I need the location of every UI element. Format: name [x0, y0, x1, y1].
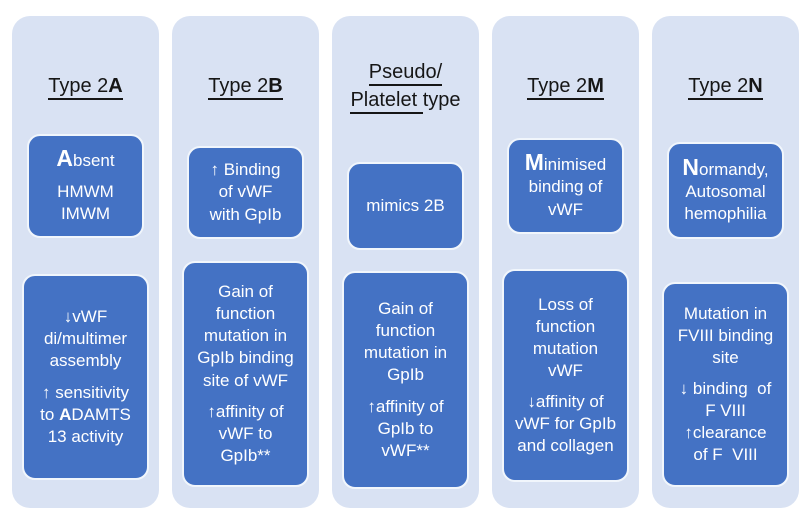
text-segment: M: [587, 75, 604, 100]
text-segment: Mutation in FVIII binding site: [677, 303, 774, 367]
paragraph: Absent: [56, 144, 115, 172]
bottom-box: Gain of function mutation in GpIb ↑affini…: [342, 271, 469, 489]
text-segment: A: [59, 404, 72, 424]
column-title: Pseudo/Platelet type: [332, 50, 479, 126]
paragraph: Normandy, Autosomal hemophilia: [682, 153, 769, 225]
column-title: Type 2B: [172, 50, 319, 126]
text-segment: inimised binding of vWF: [528, 155, 607, 219]
paragraph: ↑ Binding of vWF with GpIb: [210, 159, 282, 225]
paragraph: ↓ binding of F VIII ↑clearance of F VIII: [680, 378, 772, 466]
text-segment: ↑ sensitivity to: [40, 382, 129, 424]
text-segment: Type 2: [48, 75, 109, 100]
text-segment: Pseudo/: [368, 61, 443, 86]
paragraph: Loss of function mutation vWF: [533, 294, 598, 382]
text-segment: Loss of function mutation vWF: [532, 294, 599, 380]
text-segment: N: [682, 153, 699, 180]
paragraph: HMWM IMWM: [57, 181, 114, 225]
paragraph: Mutation in FVIII binding site: [678, 303, 773, 369]
paragraph: ↓vWF di/multimer assembly: [44, 306, 127, 372]
paragraph: Gain of function mutation in GpIb bindin…: [197, 281, 293, 391]
text-segment: HMWM IMWM: [57, 181, 114, 224]
top-box: Minimised binding of vWF: [507, 138, 624, 234]
title-line: Type 2A: [48, 74, 123, 102]
column-title: Type 2A: [12, 50, 159, 126]
text-segment: type: [422, 89, 461, 111]
title-line: Type 2M: [527, 74, 604, 102]
text-segment: ↓affinity of vWF for GpIb and collagen: [514, 392, 617, 456]
bottom-box: Mutation in FVIII binding site ↓ binding …: [662, 282, 789, 487]
top-box: mimics 2B: [347, 162, 464, 250]
text-segment: ↓vWF di/multimer assembly: [43, 307, 128, 371]
text-segment: N: [748, 75, 763, 100]
paragraph: Minimised binding of vWF: [525, 151, 606, 220]
text-segment: B: [268, 75, 283, 100]
text-segment: Gain of function mutation in GpIb: [363, 299, 448, 385]
text-segment: Platelet: [350, 89, 423, 114]
paragraph: ↑ sensitivity to ADAMTS 13 activity: [40, 382, 131, 448]
top-box: Normandy, Autosomal hemophilia: [667, 142, 784, 239]
paragraph: Gain of function mutation in GpIb: [364, 298, 447, 386]
paragraph: ↑affinity of vWF to GpIb**: [207, 401, 283, 467]
paragraph: ↑affinity of GpIb to vWF**: [367, 396, 443, 462]
text-segment: mimics 2B: [366, 195, 445, 215]
paragraph: ↓affinity of vWF for GpIb and collagen: [515, 391, 616, 457]
text-segment: ↓ binding of F VIII ↑clearance of F VIII: [679, 378, 772, 465]
column-type-2m: Type 2M Minimised binding of vWF Loss of…: [492, 16, 639, 508]
text-segment: ↑affinity of GpIb to vWF**: [367, 396, 444, 460]
title-line: Pseudo/: [368, 60, 443, 88]
top-box: ↑ Binding of vWF with GpIb: [187, 146, 304, 239]
title-line: Type 2B: [208, 74, 283, 102]
text-segment: Type 2: [208, 75, 269, 100]
text-segment: ormandy, Autosomal hemophilia: [684, 159, 769, 224]
text-segment: M: [524, 149, 544, 176]
bottom-box: ↓vWF di/multimer assembly ↑ sensitivity t…: [22, 274, 149, 480]
text-segment: ↑affinity of vWF to GpIb**: [207, 401, 284, 465]
text-segment: Type 2: [527, 75, 588, 100]
text-segment: ↑ Binding of vWF with GpIb: [209, 160, 282, 224]
bottom-box: Loss of function mutation vWF ↓affinity o…: [502, 269, 629, 482]
column-pseudo-platelet-type: Pseudo/Platelet type mimics 2B Gain of f…: [332, 16, 479, 508]
text-segment: Gain of function mutation in GpIb bindin…: [197, 282, 294, 390]
text-segment: bsent: [72, 150, 115, 170]
column-title: Type 2M: [492, 50, 639, 126]
title-line: Type 2N: [688, 74, 763, 102]
column-type-2n: Type 2N Normandy, Autosomal hemophilia M…: [652, 16, 799, 508]
column-title: Type 2N: [652, 50, 799, 126]
text-segment: A: [108, 75, 123, 100]
text-segment: A: [56, 144, 73, 171]
bottom-box: Gain of function mutation in GpIb bindin…: [182, 261, 309, 487]
column-type-2b: Type 2B ↑ Binding of vWF with GpIb Gain …: [172, 16, 319, 508]
text-segment: DAMTS 13 activity: [47, 404, 131, 446]
title-line: Platelet type: [350, 88, 461, 116]
text-segment: Type 2: [688, 75, 749, 100]
paragraph: mimics 2B: [366, 195, 444, 217]
